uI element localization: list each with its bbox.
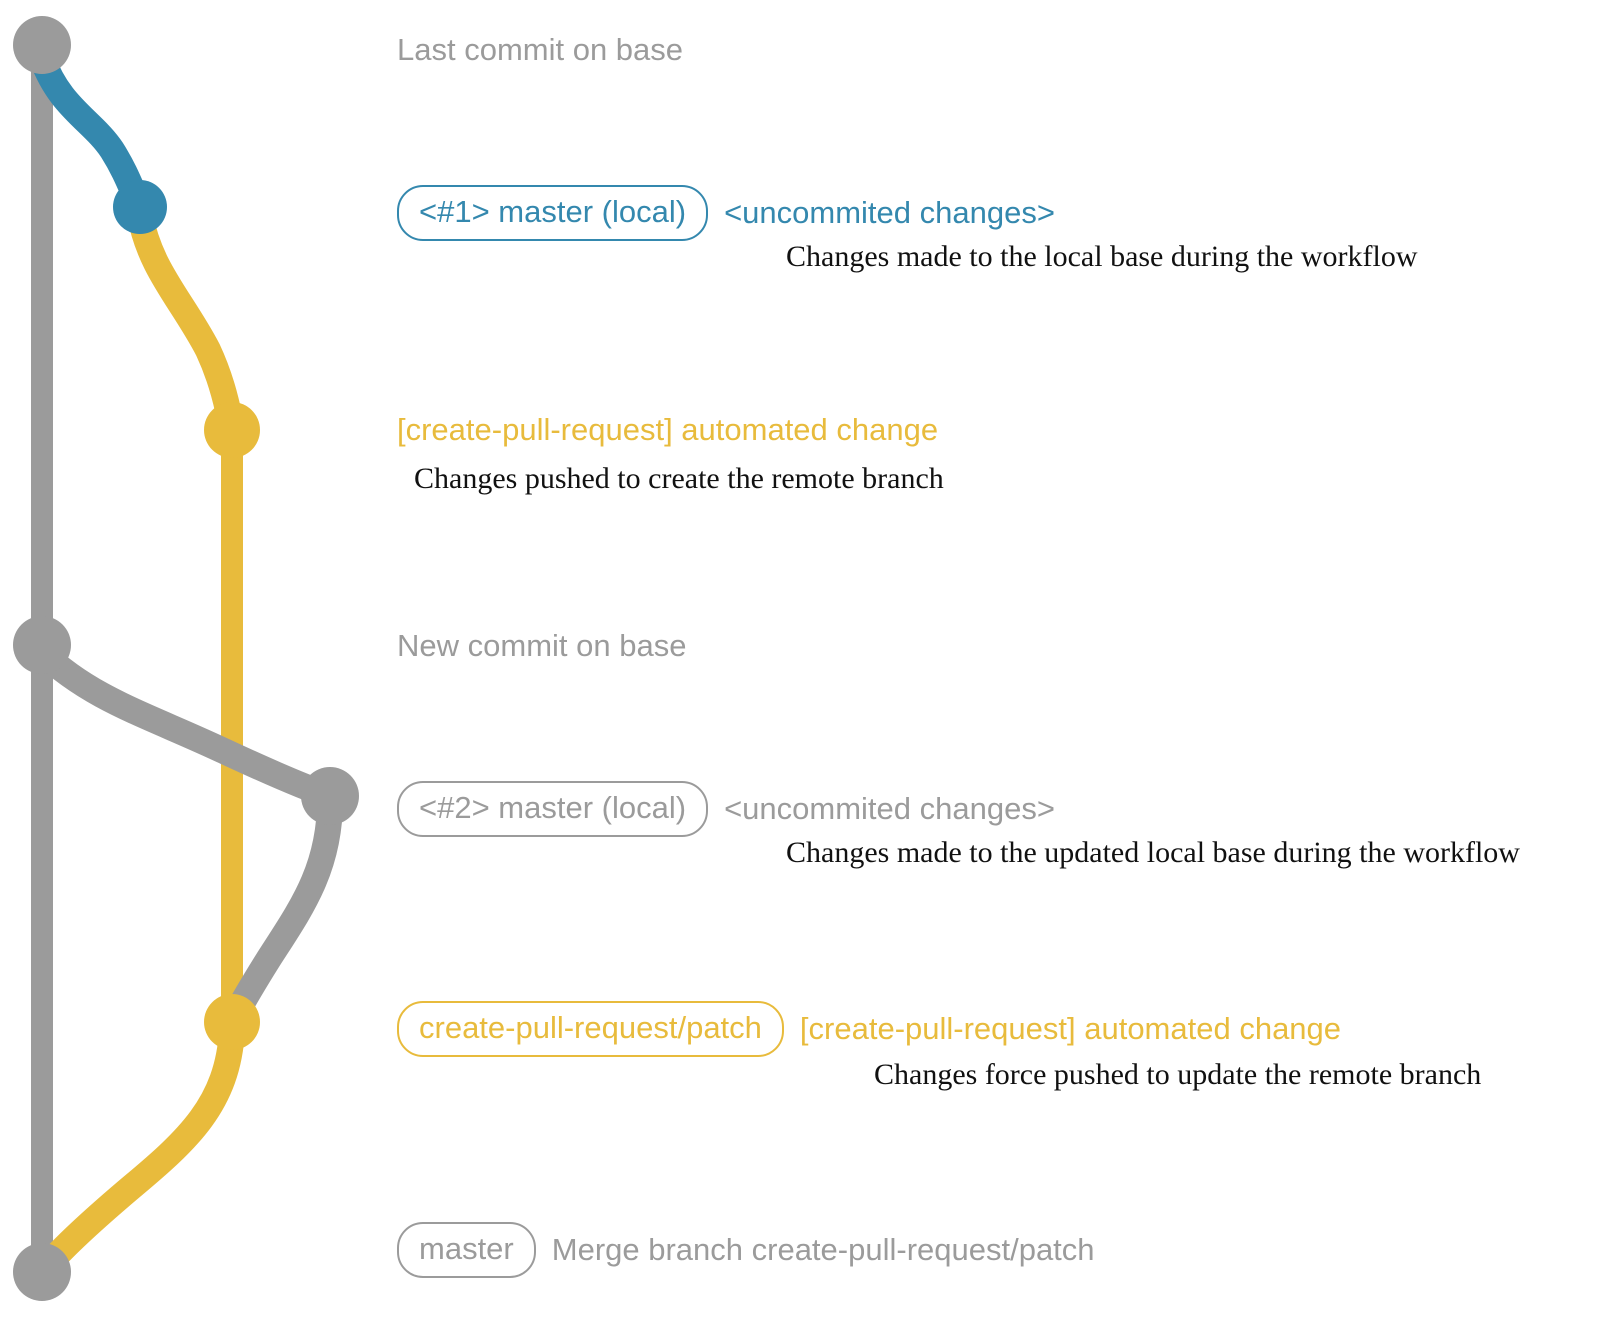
commit-row-master-local-1: <#1> master (local) <uncommited changes> [397,185,1055,241]
commit-message-master-local-2: <uncommited changes> [724,790,1055,826]
note-automated-change-1: Changes pushed to create the remote bran… [414,462,944,495]
commit-node-local-2[interactable] [301,767,359,825]
commit-message-automated-change-1: [create-pull-request] automated change [397,412,939,447]
commit-row-automated-change-2: create-pull-request/patch [create-pull-r… [397,1001,1341,1057]
commit-node-patch-1[interactable] [204,402,260,458]
ref-badge-master-local-1[interactable]: <#1> master (local) [397,185,709,241]
note-master-local-1: Changes made to the local base during th… [786,240,1418,273]
commit-message-merge: Merge branch create-pull-request/patch [551,1231,1095,1267]
patch-merge-line-gold [29,1017,245,1285]
commit-row-merge: master Merge branch create-pull-request/… [397,1222,1095,1278]
commit-row-master-local-2: <#2> master (local) <uncommited changes> [397,781,1055,837]
note-automated-change-2: Changes force pushed to update the remot… [874,1058,1482,1091]
commit-node-merge[interactable] [13,1243,71,1301]
commit-message-automated-change-2: [create-pull-request] automated change [799,1010,1342,1046]
commit-node-patch-2[interactable] [204,994,260,1050]
commit-node-base-new[interactable] [13,616,71,674]
commit-message-master-local-1: <uncommited changes> [724,194,1055,230]
ref-badge-master-local-2[interactable]: <#2> master (local) [397,781,709,837]
commit-node-local-1[interactable] [113,180,167,234]
commit-node-base-head[interactable] [13,16,71,74]
commit-message-last-commit-on-base: Last commit on base [397,32,684,67]
ref-badge-master[interactable]: master [397,1222,536,1278]
note-master-local-2: Changes made to the updated local base d… [786,836,1520,869]
commit-message-new-commit-on-base: New commit on base [397,628,687,663]
ref-badge-create-pull-request-patch[interactable]: create-pull-request/patch [397,1001,784,1057]
